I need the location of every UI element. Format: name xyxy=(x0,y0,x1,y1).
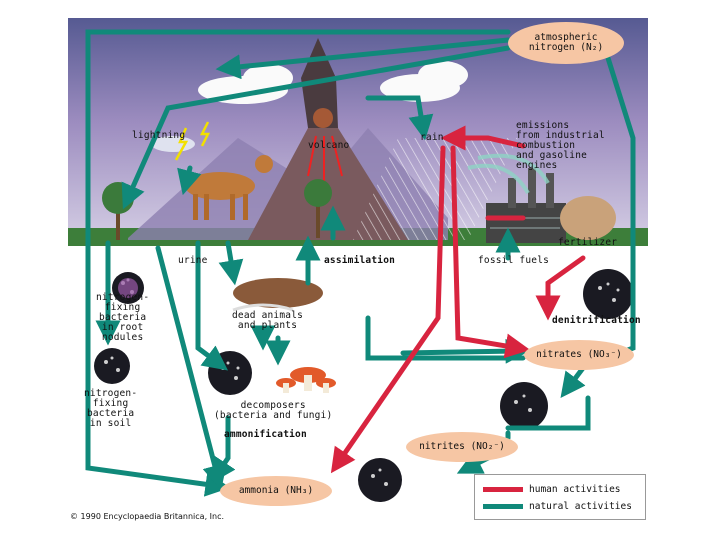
legend-human-label: human activities xyxy=(529,483,621,495)
label-fertilizer: fertilizer xyxy=(558,237,618,248)
nitrogen-cycle-diagram: atmospheric nitrogen (N₂) nitrates (NO₃⁻… xyxy=(68,18,648,522)
tree-middle xyxy=(304,179,332,207)
label-dead-animals: dead animals and plants xyxy=(232,310,304,331)
label-nitrites: nitrites (NO₂⁻) xyxy=(419,441,505,452)
dead-animals-log xyxy=(233,278,323,308)
label-urine: urine xyxy=(178,255,208,266)
goat xyxy=(185,172,255,200)
label-decomposers: decomposers (bacteria and fungi) xyxy=(214,400,333,421)
label-nitrates: nitrates (NO₃⁻) xyxy=(536,349,622,360)
label-atmospheric-nitrogen: atmospheric nitrogen (N₂) xyxy=(528,32,604,53)
label-denitrification: denitrification xyxy=(552,315,641,326)
legend-human-swatch xyxy=(483,486,523,492)
bubble-ammonia: ammonia (NH₃) xyxy=(220,476,332,506)
label-assimilation: assimilation xyxy=(324,255,396,266)
legend-natural-swatch xyxy=(483,503,523,509)
diagram-artwork xyxy=(68,18,648,522)
label-nitrogen-fixing-root: nitrogen- fixing bacteria in root nodule… xyxy=(96,292,150,343)
label-fossil-fuels: fossil fuels xyxy=(478,255,550,266)
legend-natural: natural activities xyxy=(483,500,632,512)
natural-arrows xyxy=(85,29,636,497)
label-lightning: lightning xyxy=(132,130,186,141)
label-emissions: emissions from industrial combustion and… xyxy=(516,120,605,171)
fertilizer-sack xyxy=(560,196,616,240)
rain-streaks xyxy=(353,138,518,240)
bacteria-cluster xyxy=(94,269,633,502)
lightning-bolt xyxy=(174,127,189,161)
label-nitrogen-fixing-soil: nitrogen- fixing bacteria in soil xyxy=(84,388,138,429)
bubble-nitrites: nitrites (NO₂⁻) xyxy=(406,432,518,462)
copyright: © 1990 Encyclopaedia Britannica, Inc. xyxy=(70,512,225,521)
legend: human activities natural activities xyxy=(474,474,646,520)
legend-natural-label: natural activities xyxy=(529,500,632,512)
legend-human: human activities xyxy=(483,483,621,495)
label-ammonification: ammonification xyxy=(224,429,307,440)
label-rain: rain xyxy=(420,132,444,143)
bubble-atmospheric-nitrogen: atmospheric nitrogen (N₂) xyxy=(508,22,624,64)
label-volcano: volcano xyxy=(308,140,350,151)
bubble-nitrates: nitrates (NO₃⁻) xyxy=(524,340,634,370)
label-ammonia: ammonia (NH₃) xyxy=(238,485,314,496)
human-arrows xyxy=(330,125,586,474)
factory xyxy=(486,203,566,243)
